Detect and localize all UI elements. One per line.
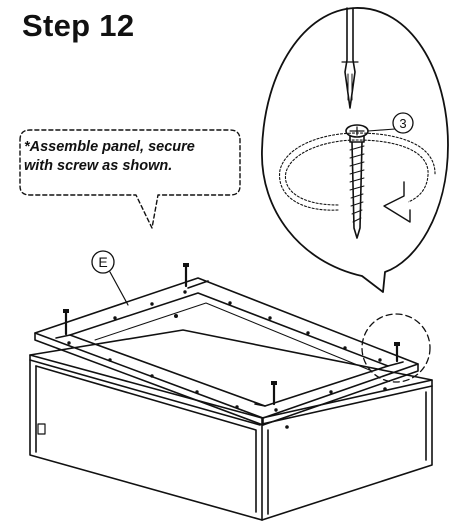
panel-label-e [91, 250, 129, 306]
rotation-arrow-icon [279, 132, 436, 211]
screw-icon [345, 124, 369, 239]
cabinet-box [29, 329, 433, 521]
callout-box [19, 129, 241, 229]
screw-label-text: 3 [399, 116, 406, 131]
screw-icon [394, 342, 400, 363]
step-title: Step 12 [22, 8, 135, 43]
screw-icon [271, 381, 277, 406]
panel-e-frame [34, 277, 419, 426]
zoom-bubble [261, 7, 449, 293]
callout-line-2: with screw as shown. [24, 158, 173, 174]
instruction-callout: *Assemble panel, secure with screw as sh… [24, 138, 236, 176]
screw-icon [63, 309, 69, 336]
panel-label-text: E [98, 254, 107, 270]
screw-icon [183, 263, 189, 288]
rotation-arrow-head [383, 181, 411, 223]
detail-circle [361, 313, 431, 383]
corner-screws [63, 263, 400, 406]
screwdriver-icon [341, 7, 359, 109]
callout-line-1: *Assemble panel, secure [24, 139, 195, 155]
